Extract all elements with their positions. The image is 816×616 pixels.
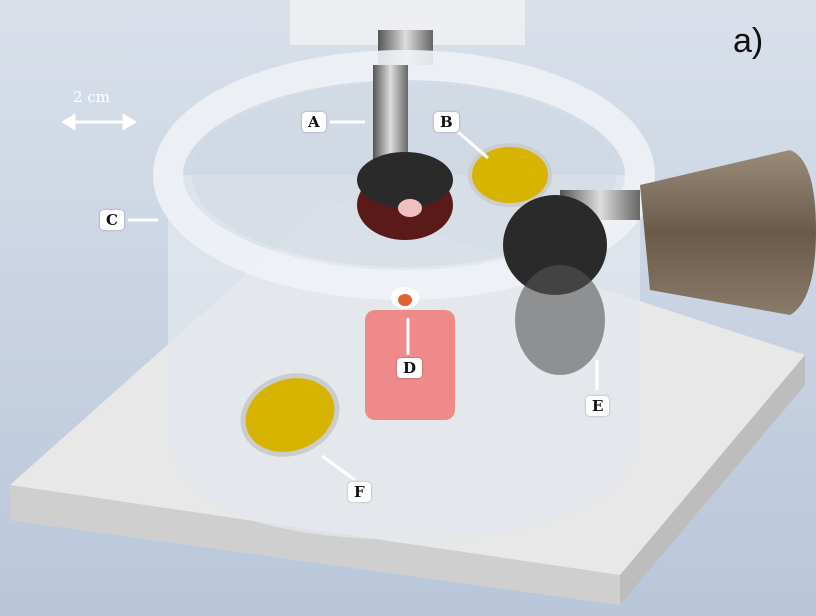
label-a: A: [302, 112, 326, 132]
electron-gun: [640, 150, 816, 315]
mirror-b: [468, 143, 552, 207]
label-e: E: [586, 396, 610, 416]
label-f: F: [348, 482, 371, 502]
label-b: B: [434, 112, 459, 132]
label-c: C: [100, 210, 124, 230]
label-d: D: [397, 358, 423, 378]
mirror-f: [240, 373, 340, 457]
scale-bar-label: 2 cm: [73, 88, 110, 106]
holder-rod: [373, 65, 408, 165]
detector-e: [503, 195, 607, 295]
label-arrows: [128, 120, 599, 482]
scale-bar-arrow: [61, 113, 137, 131]
panel-label: a): [733, 22, 764, 60]
